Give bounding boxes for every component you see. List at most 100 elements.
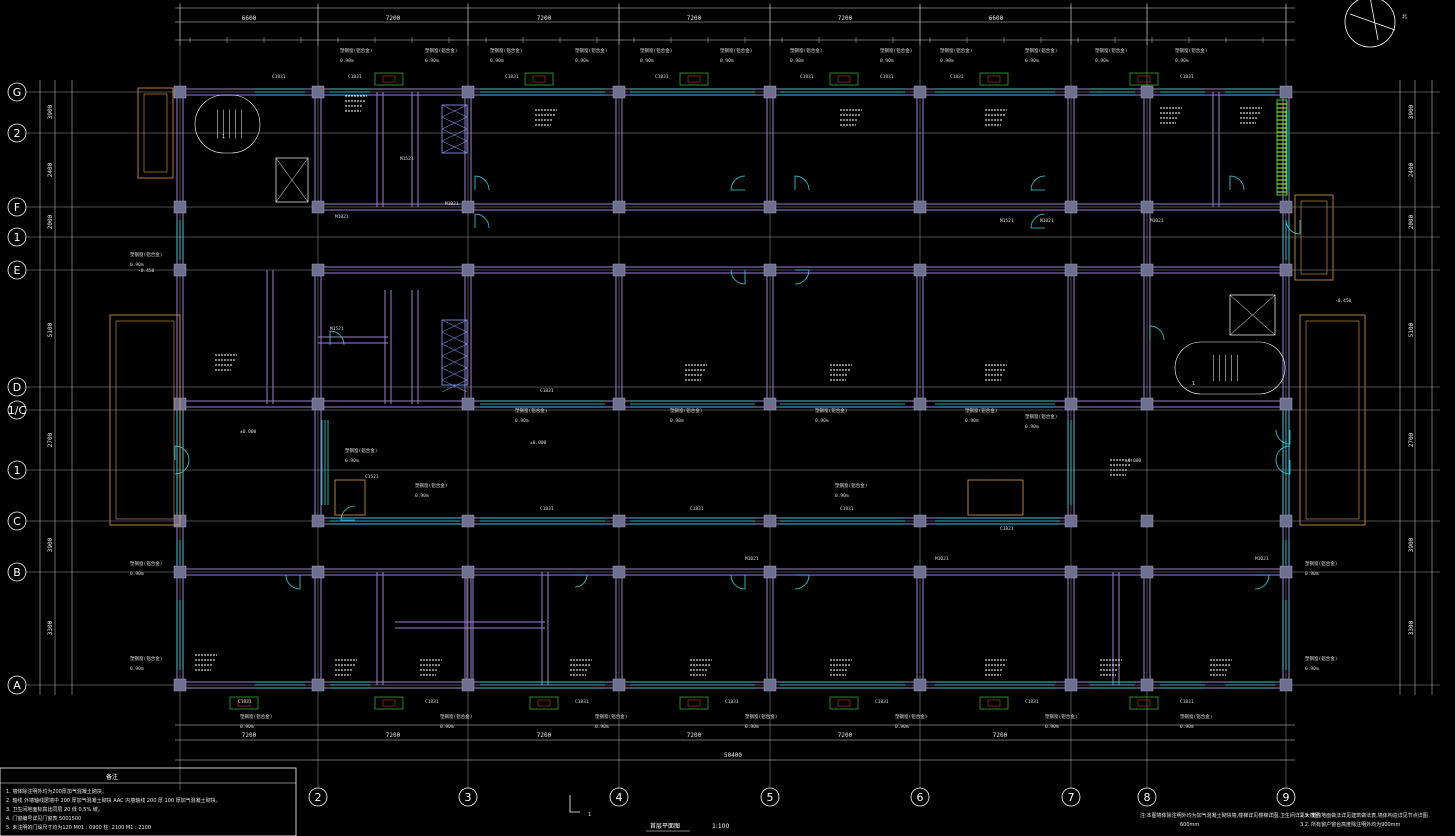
door-swing (285, 574, 301, 590)
opening-code: C1831 (272, 74, 286, 80)
column (173, 85, 187, 99)
window-spec-label: 塑钢窗(铝合金) (835, 482, 867, 489)
bottom-dim-label: 7200 (386, 732, 401, 739)
column (1064, 565, 1078, 579)
sill-height-label: 0.90m (440, 724, 454, 730)
door-swing (1275, 445, 1291, 475)
fixtures (109, 72, 1366, 710)
vent-inner (1137, 75, 1151, 83)
sill-height-label: 0.90m (745, 724, 759, 730)
opening-code: M1021 (935, 556, 949, 562)
column (1064, 85, 1078, 99)
axis-bubble-left (7, 82, 27, 102)
vent-outline (374, 696, 404, 710)
window-spec-label: 塑钢窗(铝合金) (1025, 47, 1057, 54)
column (612, 263, 626, 277)
window-spec-label: 塑钢窗(铝合金) (130, 251, 162, 258)
window-spec-label: 塑钢窗(铝合金) (1305, 655, 1337, 662)
window (1090, 681, 1135, 689)
column (1279, 85, 1293, 99)
shaft-hatch (441, 104, 468, 118)
elevator-shaft (1229, 294, 1276, 336)
sill-height-label: 0.90m (1045, 724, 1059, 730)
bottom-note-2: 600mm (1180, 822, 1199, 828)
column (461, 200, 475, 214)
axis-label-bottom: 6 (917, 791, 924, 804)
opening-code: C1831 (840, 506, 854, 512)
vent-box (829, 696, 859, 710)
door-swing (1149, 325, 1165, 341)
vent-outline (829, 696, 859, 710)
vent-box (679, 696, 709, 710)
duct-shaft (441, 319, 468, 393)
window (935, 400, 1055, 408)
ramp-outline (109, 314, 181, 526)
window (330, 681, 370, 689)
column (1064, 514, 1078, 528)
vent-inner (987, 75, 1001, 83)
svg-text:1: 1 (588, 812, 591, 818)
column (311, 397, 325, 411)
room-description (570, 659, 592, 676)
sill-height-label: 0.90m (720, 58, 734, 64)
vent-outline (979, 72, 1009, 86)
doors (174, 175, 1301, 590)
opening-code: C1831 (875, 699, 889, 705)
vent-box (979, 72, 1009, 86)
window (480, 400, 605, 408)
sill-height-label: 0.90m (1095, 58, 1109, 64)
axis-label-bottom: 7 (1068, 791, 1075, 804)
north-label: 北 (1402, 13, 1407, 20)
axis-bubble-bottom (308, 787, 328, 807)
right-dim-label: 2400 (1408, 162, 1415, 177)
window (630, 400, 755, 408)
vent-inner (987, 699, 1001, 707)
window (1160, 681, 1205, 689)
window-spec-label: 塑钢窗(铝合金) (1025, 413, 1057, 420)
window-spec-label: 塑钢窗(铝合金) (490, 47, 522, 54)
sill-height-label: 0.90m (965, 418, 979, 424)
column (913, 200, 927, 214)
column (461, 85, 475, 99)
column (763, 678, 777, 692)
top-dim-label: 7200 (687, 15, 702, 22)
column (612, 200, 626, 214)
sill-height-label: 0.90m (1305, 571, 1319, 577)
sill-height-label: 0.90m (130, 262, 144, 268)
room-description (685, 364, 707, 381)
sill-height-label: 0.90m (815, 418, 829, 424)
vent-inner (837, 699, 851, 707)
elevator (1229, 294, 1276, 336)
bottom-note-1: 注:本图墙体除注明外均为加气混凝土砌块墙,楼梯详见楼梯详图,卫生间详见大样图 (1140, 812, 1320, 819)
column (1140, 85, 1154, 99)
vent-outline (679, 72, 709, 86)
axis-label-left: 2 (14, 127, 21, 140)
sill-height-label: 0.90m (130, 571, 144, 577)
sill-height-label: 0.90m (1180, 724, 1194, 730)
vent-box (1129, 696, 1159, 710)
window-spec-label: 塑钢窗(铝合金) (1045, 713, 1077, 720)
stair (1174, 341, 1286, 395)
column (913, 565, 927, 579)
right-dim-label: 2700 (1408, 432, 1415, 447)
ramp-inner (143, 93, 168, 173)
window (1282, 410, 1290, 520)
axis-bubble-bottom (1061, 787, 1081, 807)
legend-note: 4. 门窗编号详见门窗表 5001500 (6, 815, 81, 822)
vent-box (679, 72, 709, 86)
window-spec-label: 塑钢窗(铝合金) (340, 47, 372, 54)
window-spec-label: 塑钢窗(铝合金) (790, 47, 822, 54)
top-dim-label: 6600 (242, 15, 257, 22)
window-spec-label: 塑钢窗(铝合金) (440, 713, 472, 720)
axis-bubble-left (7, 675, 27, 695)
ramp-outline (1294, 194, 1334, 281)
bottom-note-3: 2.3. 室内地面做法详见建筑做法表,墙体构造详见节点详图 (1300, 812, 1428, 819)
column (1064, 200, 1078, 214)
column (173, 200, 187, 214)
axis-bubble-bottom (910, 787, 930, 807)
elevation-label: ±0.000 (1125, 458, 1142, 464)
column (311, 565, 325, 579)
vent-box (979, 696, 1009, 710)
window-spec-label: 塑钢窗(铝合金) (425, 47, 457, 54)
